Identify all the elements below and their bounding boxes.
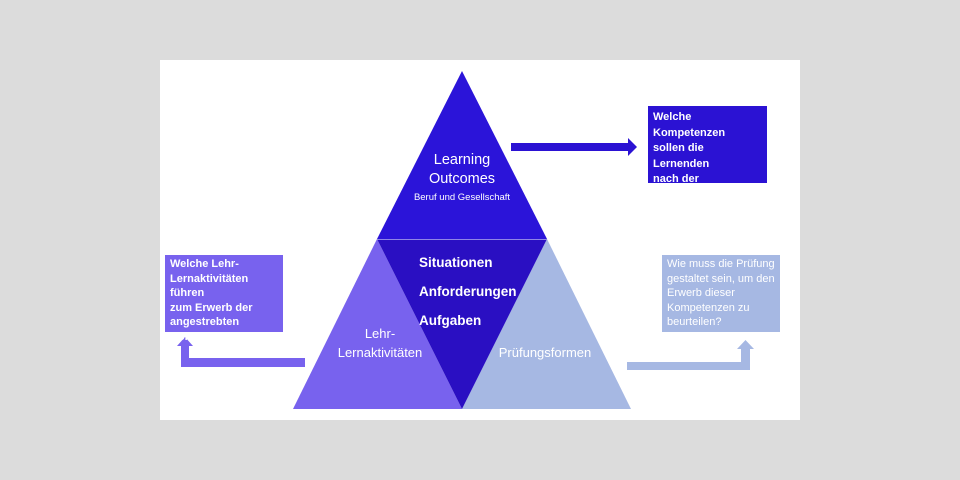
box-line: Erwerb dieser [667,287,735,299]
learning-outcomes-title-line2: Outcomes [428,171,496,187]
right-triangle-pruefungsformen [462,239,631,409]
lehr-lernaktivitaeten-label: Lehr- Lernaktivitäten [320,324,440,362]
box-line: sollen die Lernenden [653,142,710,170]
left-triangle-lehr-lernaktivitaeten [293,239,462,409]
top-triangle-learning-outcomes [377,71,547,239]
arrow-outcomes-to-question [511,138,637,156]
box-line: Welche Lehr- [170,258,239,270]
box-line: Veranstaltung haben? [653,188,726,217]
box-line: Kompetenzen zu [667,301,750,314]
box-line: Kompetenzen? [170,330,249,343]
learning-outcomes-title-line1: Learning [433,152,491,168]
question-box-learning-activities: Welche Lehr- Lernaktivitäten führen zum … [165,255,283,343]
box-line: gestaltet sein, um den [667,272,775,285]
box-line: Welche Kompetenzen [653,111,726,139]
box-line: beurteilen? [667,316,722,328]
center-item-aufgaben: Aufgaben [419,313,482,328]
question-box-assessment: Wie muss die Prüfung gestaltet sein, um … [662,255,780,332]
box-line: Wie muss die Prüfung [667,258,775,270]
box-line: nach der [653,173,699,185]
box-line: Lernaktivitäten führen [170,272,249,300]
arrow-assessment-to-question [627,340,754,370]
learning-outcomes-subtitle: Beruf und Gesellschaft [413,192,511,203]
lehr-lernaktivitaeten-line1: Lehr- [364,326,396,341]
arrow-activities-to-question [177,337,305,367]
box-line: angestrebten [170,316,240,328]
lehr-lernaktivitaeten-line2: Lernaktivitäten [337,345,423,360]
question-box-competencies: Welche Kompetenzen sollen die Lernenden … [648,106,767,216]
pruefungsformen-label: Prüfungsformen [498,345,592,360]
box-line: zum Erwerb der [170,301,253,314]
learning-outcomes-title: Learning Outcomes [412,151,512,189]
center-item-anforderungen: Anforderungen [419,284,517,299]
center-item-situationen: Situationen [419,255,493,270]
center-inverted-triangle [377,239,547,409]
